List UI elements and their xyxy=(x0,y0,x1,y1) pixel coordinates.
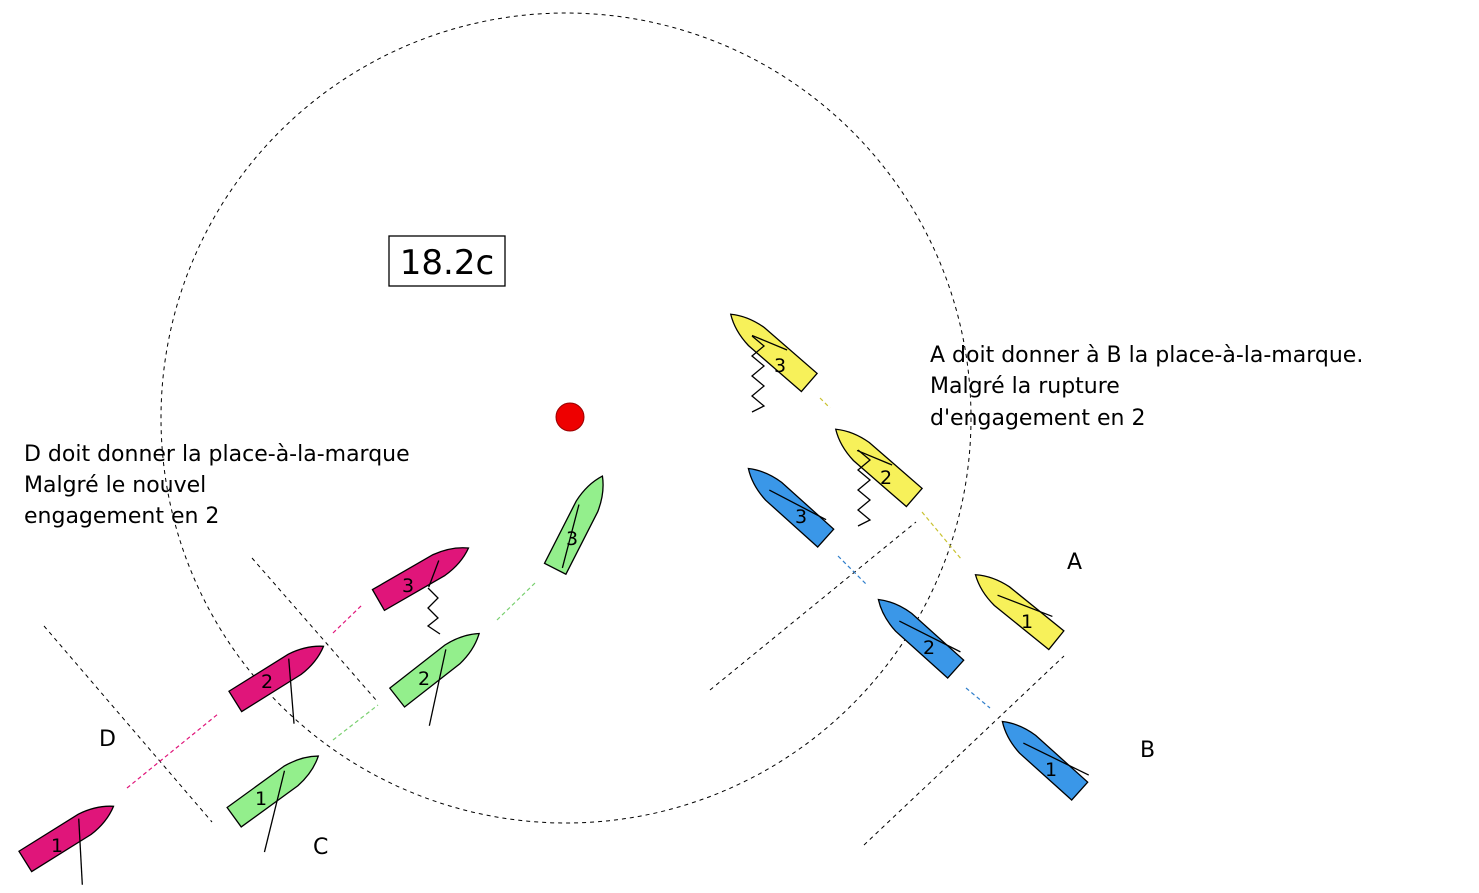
note-left: D doit donner la place-à-la-marque Malgr… xyxy=(24,442,410,529)
note-right-line2: Malgré la rupture xyxy=(930,374,1120,399)
boat-c-pos1 xyxy=(226,745,327,853)
zone-circle xyxy=(160,12,972,824)
wake-a-pos3 xyxy=(750,335,766,413)
boat-c-pos1-number: 1 xyxy=(255,788,267,810)
boat-c-pos2-number: 2 xyxy=(418,668,430,690)
boat-a-pos1 xyxy=(967,564,1065,651)
boat-d-pos1-number: 1 xyxy=(51,835,63,857)
rule-label: 18.2c xyxy=(400,243,494,283)
label-b: B xyxy=(1140,738,1155,763)
wake-d-pos3 xyxy=(426,587,441,635)
boat-b-pos2 xyxy=(869,589,965,679)
note-right-line3: d'engagement en 2 xyxy=(930,406,1145,431)
boat-c-pos2 xyxy=(389,623,488,726)
boat-b-pos1-number: 1 xyxy=(1045,759,1057,781)
label-a: A xyxy=(1067,550,1082,575)
track-lines xyxy=(126,397,991,789)
boat-b-pos3-number: 3 xyxy=(795,506,807,528)
boat-d-pos3 xyxy=(371,536,476,612)
note-left-line3: engagement en 2 xyxy=(24,504,219,529)
boat-a-pos1-number: 1 xyxy=(1021,611,1033,633)
wake-a-pos2 xyxy=(856,449,872,527)
boat-d-pos1 xyxy=(18,795,121,885)
note-left-line1: D doit donner la place-à-la-marque xyxy=(24,442,410,467)
note-right: A doit donner à B la place-à-la-marque. … xyxy=(930,343,1363,431)
boat-b-pos1 xyxy=(993,711,1090,801)
boat-d-pos2 xyxy=(228,635,331,724)
boat-b-pos2-number: 2 xyxy=(923,637,935,659)
boat-d-pos2-number: 2 xyxy=(261,671,273,693)
note-left-line2: Malgré le nouvel xyxy=(24,473,206,498)
boat-a-pos2 xyxy=(827,419,923,508)
boat-a-pos3-number: 3 xyxy=(774,355,786,377)
boat-b-pos3 xyxy=(739,458,835,548)
rule-label-box: 18.2c xyxy=(388,235,506,287)
label-c: C xyxy=(313,835,328,860)
overlap-lines xyxy=(43,521,1065,846)
boat-a-pos3 xyxy=(722,304,818,393)
label-d: D xyxy=(99,727,116,752)
boat-c-pos3 xyxy=(543,470,614,575)
boat-c-pos3-number: 3 xyxy=(566,528,578,550)
boat-a-pos2-number: 2 xyxy=(880,467,892,489)
boat-d-pos3-number: 3 xyxy=(402,575,414,597)
note-right-line1: A doit donner à B la place-à-la-marque. xyxy=(930,343,1363,368)
mark xyxy=(555,402,585,432)
